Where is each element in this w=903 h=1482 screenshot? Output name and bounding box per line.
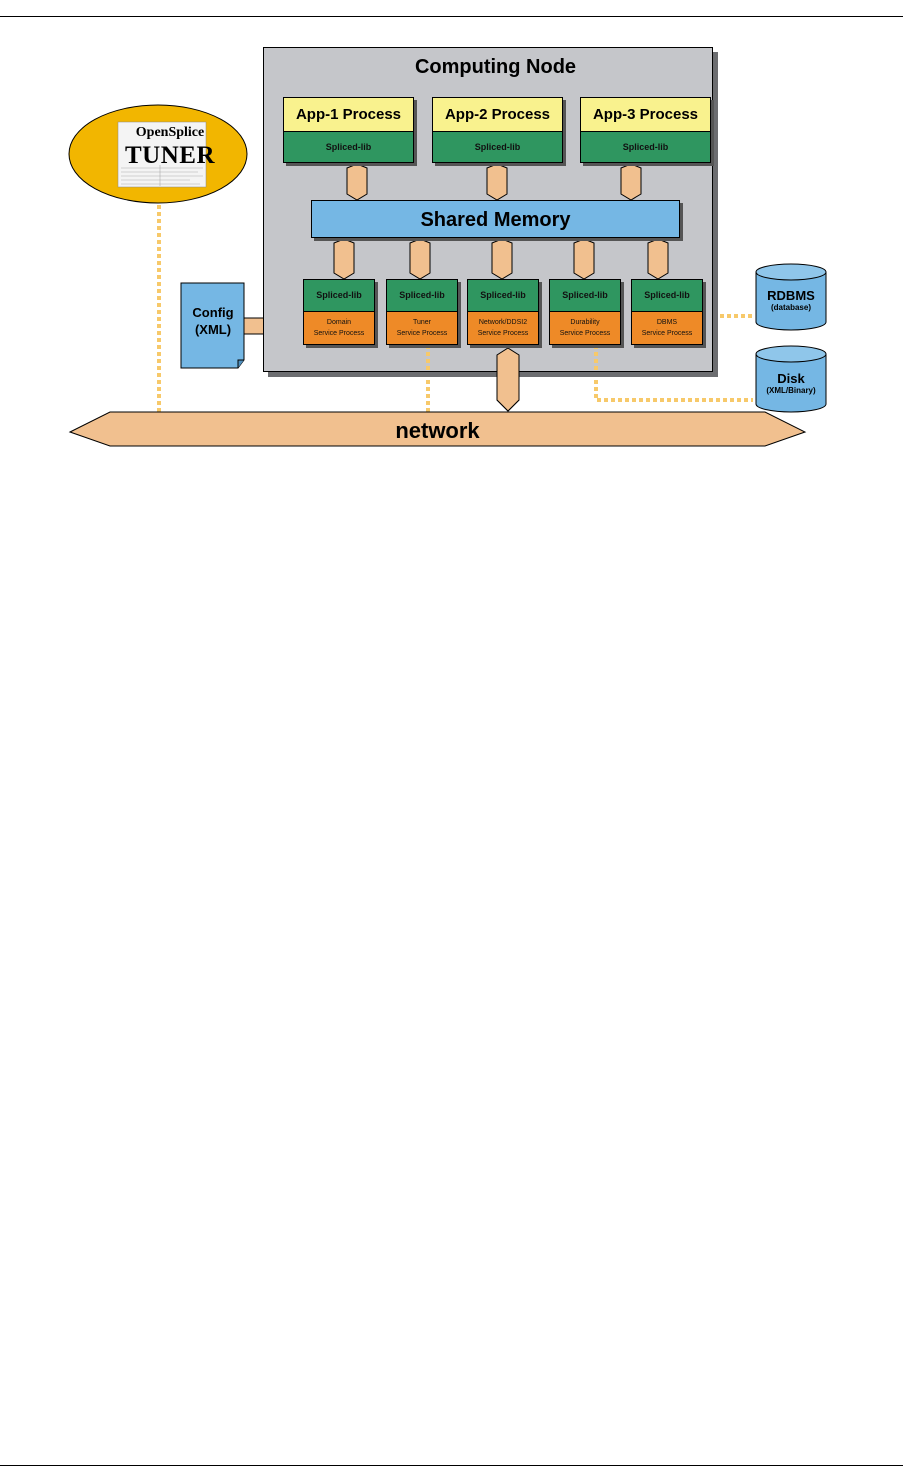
- disk-title: Disk: [777, 371, 805, 386]
- disk-label: Disk (XML/Binary): [756, 371, 826, 395]
- tuner-logo-line2: TUNER: [124, 142, 215, 169]
- connector-overlay: [333, 163, 669, 412]
- app-3-process-label: App-3 Process: [581, 98, 710, 132]
- config-label: Config(XML): [192, 305, 234, 337]
- tuner-service-lib: Spliced-lib: [387, 280, 457, 312]
- app-1-spliced-lib: Spliced-lib: [284, 132, 413, 162]
- rdbms-title: RDBMS: [767, 288, 815, 303]
- durability-service-lib: Spliced-lib: [550, 280, 620, 312]
- tuner-logo-line1: OpenSplice: [135, 125, 205, 140]
- disk-subtitle: (XML/Binary): [766, 386, 816, 395]
- app-2-process-label: App-2 Process: [433, 98, 562, 132]
- disk-cylinder: [755, 345, 827, 413]
- app-1-process-label: App-1 Process: [284, 98, 413, 132]
- rdbms-cylinder: [755, 263, 827, 331]
- domain-service-lib: Spliced-lib: [304, 280, 374, 312]
- network-bus: [68, 411, 807, 447]
- rdbms-subtitle: (database): [770, 303, 811, 312]
- top-rule: [0, 16, 903, 17]
- app-2-process: App-2 Process Spliced-lib: [432, 97, 563, 163]
- shared-memory: Shared Memory: [311, 200, 680, 238]
- rdbms-label: RDBMS (database): [756, 288, 826, 312]
- app-2-spliced-lib: Spliced-lib: [433, 132, 562, 162]
- network-service-lib: Spliced-lib: [468, 280, 538, 312]
- computing-node-title: Computing Node: [414, 56, 577, 78]
- dotted-links: [157, 205, 755, 412]
- bottom-rule: [0, 1465, 903, 1466]
- app-1-process: App-1 Process Spliced-lib: [283, 97, 414, 163]
- dbms-service-lib: Spliced-lib: [632, 280, 702, 312]
- app-3-spliced-lib: Spliced-lib: [581, 132, 710, 162]
- network-label: network: [395, 418, 480, 443]
- app-3-process: App-3 Process Spliced-lib: [580, 97, 711, 163]
